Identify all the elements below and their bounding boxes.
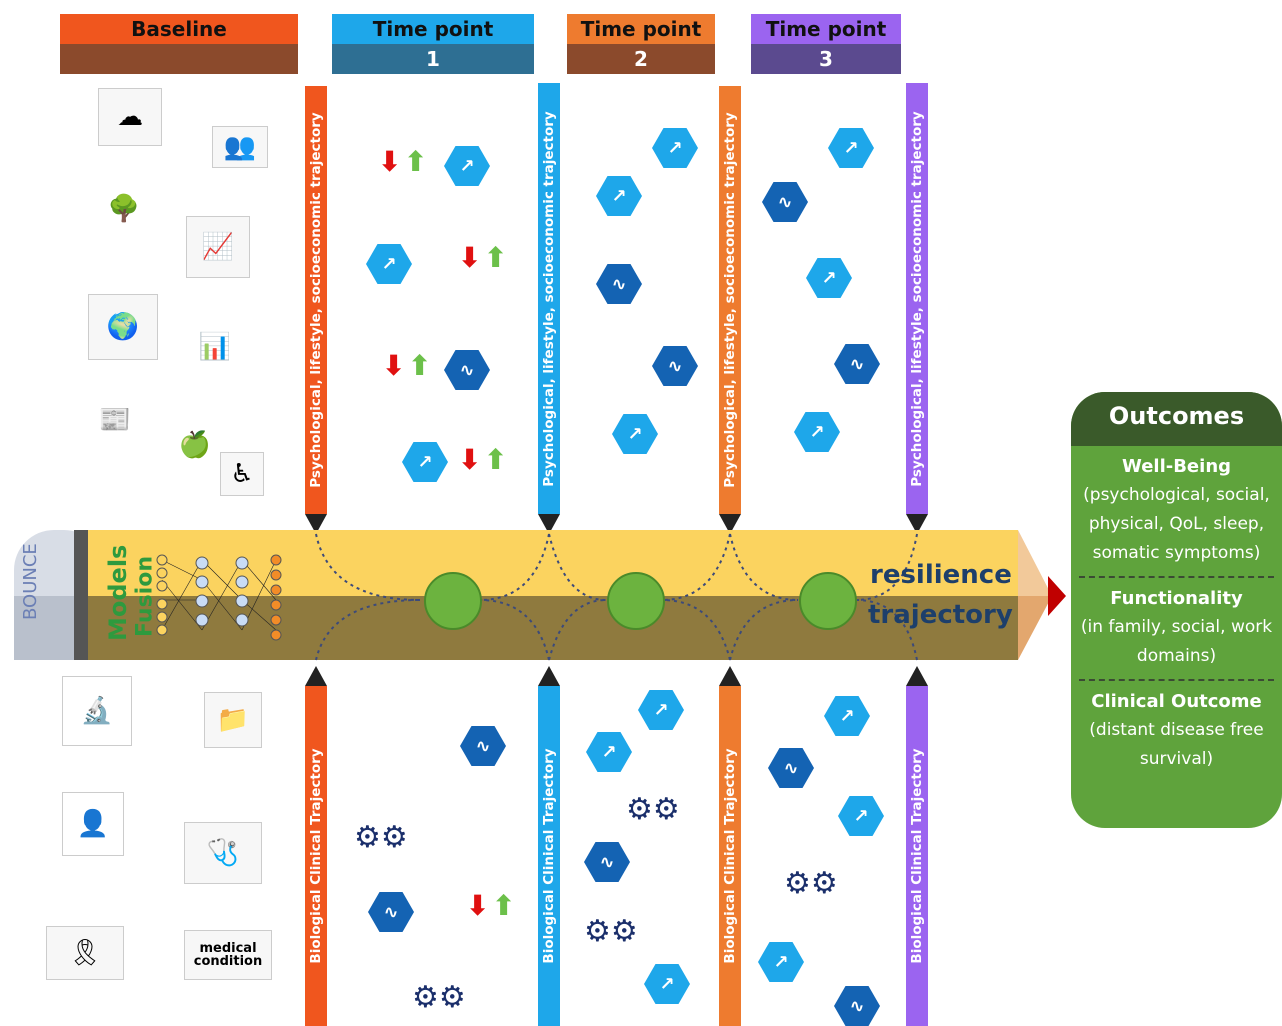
bio-bar-tp2: Biological Clinical Trajectory <box>719 686 741 1026</box>
chart-trend-icon: ↗ <box>638 690 684 730</box>
chart-trend-icon: ↗ <box>824 696 870 736</box>
bio-bar-tp3-tip <box>906 666 928 686</box>
fusion-label: Fusion <box>132 556 158 638</box>
neural-network <box>161 559 277 631</box>
tree-icon: 🌳 <box>98 178 150 240</box>
pulse-icon: ∿ <box>652 346 698 386</box>
newspaper-icon: 📰 <box>92 398 138 442</box>
bio-bar-tp1-tip <box>538 666 560 686</box>
people-chat-icon: 👥 <box>212 126 268 168</box>
arrow-down-icon: ⬇ <box>466 889 490 922</box>
chart-trend-icon: ↗ <box>794 412 840 452</box>
bar-chart-icon: 📊 <box>190 324 240 370</box>
arrow-up-icon: ⬆ <box>492 889 516 922</box>
psych-bar-tp1: Psychological, lifestyle, socioeconomic … <box>538 83 560 514</box>
psych-bar-tp3-tip <box>906 514 928 534</box>
resilience-label: resilience <box>870 560 1012 590</box>
globe-icon: 🌍 <box>88 294 158 360</box>
timepoint-3-header: Time point 3 <box>751 14 901 74</box>
growth-arrow-icon: 📈 <box>186 216 250 278</box>
timepoint-2-title: Time point <box>567 14 715 44</box>
arrow-down-icon: ⬇ <box>458 443 482 476</box>
patient-icon: 👤 <box>62 792 124 856</box>
arrow-down-icon: ⬇ <box>378 145 402 178</box>
microscope-icon: 🔬 <box>62 676 132 746</box>
pulse-icon: ∿ <box>768 748 814 788</box>
apple-icon: 🍏 <box>172 424 218 466</box>
ribbons-icon: 🎗 <box>46 926 124 980</box>
pulse-icon: ∿ <box>596 264 642 304</box>
gears-icon: ⚙⚙ <box>412 980 466 1015</box>
chart-trend-icon: ↗ <box>596 176 642 216</box>
arrow-down-icon: ⬇ <box>382 349 406 382</box>
timepoint-1-number: 1 <box>332 44 534 74</box>
baseline-header: Baseline <box>60 14 298 74</box>
pencil-tip <box>1048 576 1066 616</box>
chart-trend-icon: ↗ <box>758 942 804 982</box>
model-node-tp2 <box>607 572 665 630</box>
bio-bar-baseline-tip <box>305 666 327 686</box>
outcome-clinical: Clinical Outcome (distant disease free s… <box>1089 691 1264 769</box>
gears-icon: ⚙⚙ <box>354 820 408 855</box>
timepoint-1-header: Time point 1 <box>332 14 534 74</box>
gears-icon: ⚙⚙ <box>626 792 680 827</box>
outcome-functionality: Functionality (in family, social, work d… <box>1080 588 1273 666</box>
timepoint-3-title: Time point <box>751 14 901 44</box>
psych-bar-baseline-tip <box>305 514 327 534</box>
outcome-well-being: Well-Being (psychological, social, physi… <box>1083 456 1270 563</box>
word-cloud-icon: ☁ <box>98 88 162 146</box>
psych-bar-tp3: Psychological, lifestyle, socioeconomic … <box>906 83 928 514</box>
chart-trend-icon: ↗ <box>806 258 852 298</box>
outcomes-panel: Outcomes Well-Being (psychological, soci… <box>1071 392 1282 828</box>
stethoscope-folder-icon: 🩺 <box>184 822 262 884</box>
pulse-icon: ∿ <box>834 986 880 1026</box>
chart-trend-icon: ↗ <box>644 964 690 1004</box>
model-node-tp1 <box>424 572 482 630</box>
pulse-icon: ∿ <box>762 182 808 222</box>
psych-bar-tp2: Psychological, lifestyle, socioeconomic … <box>719 86 741 514</box>
pulse-icon: ∿ <box>834 344 880 384</box>
chart-trend-icon: ↗ <box>612 414 658 454</box>
outcomes-title: Outcomes <box>1071 392 1282 446</box>
arrow-down-icon: ⬇ <box>458 241 482 274</box>
arrow-up-icon: ⬆ <box>484 443 508 476</box>
bio-bar-tp1: Biological Clinical Trajectory <box>538 686 560 1026</box>
psych-bar-baseline: Psychological, lifestyle, socioeconomic … <box>305 86 327 514</box>
pulse-icon: ∿ <box>460 726 506 766</box>
bio-bar-tp2-tip <box>719 666 741 686</box>
models-label: Models <box>104 544 132 641</box>
psych-bar-tp1-tip <box>538 514 560 534</box>
gears-icon: ⚙⚙ <box>784 866 838 901</box>
arrow-up-icon: ⬆ <box>408 349 432 382</box>
chart-trend-icon: ↗ <box>828 128 874 168</box>
baseline-title: Baseline <box>60 14 298 44</box>
trajectory-label: trajectory <box>868 600 1013 630</box>
chart-trend-icon: ↗ <box>838 796 884 836</box>
arrow-up-icon: ⬆ <box>404 145 428 178</box>
arrow-up-icon: ⬆ <box>484 241 508 274</box>
accessibility-icon: ♿ <box>220 452 264 496</box>
pulse-icon: ∿ <box>368 892 414 932</box>
chart-trend-icon: ↗ <box>652 128 698 168</box>
timepoint-2-header: Time point 2 <box>567 14 715 74</box>
medical-folder-icon: 📁 <box>204 692 262 748</box>
bio-bar-baseline: Biological Clinical Trajectory <box>305 686 327 1026</box>
psych-bar-tp2-tip <box>719 514 741 534</box>
model-node-tp3 <box>799 572 857 630</box>
bounce-logo: BOUNCE <box>20 543 41 620</box>
bio-bar-tp3: Biological Clinical Trajectory <box>906 686 928 1026</box>
medical-condition-word-cloud: medical condition <box>184 930 272 980</box>
timepoint-3-number: 3 <box>751 44 901 74</box>
timepoint-2-number: 2 <box>567 44 715 74</box>
chart-trend-icon: ↗ <box>586 732 632 772</box>
connection-curves <box>315 533 918 661</box>
timepoint-1-title: Time point <box>332 14 534 44</box>
gears-icon: ⚙⚙ <box>584 914 638 949</box>
pulse-icon: ∿ <box>584 842 630 882</box>
